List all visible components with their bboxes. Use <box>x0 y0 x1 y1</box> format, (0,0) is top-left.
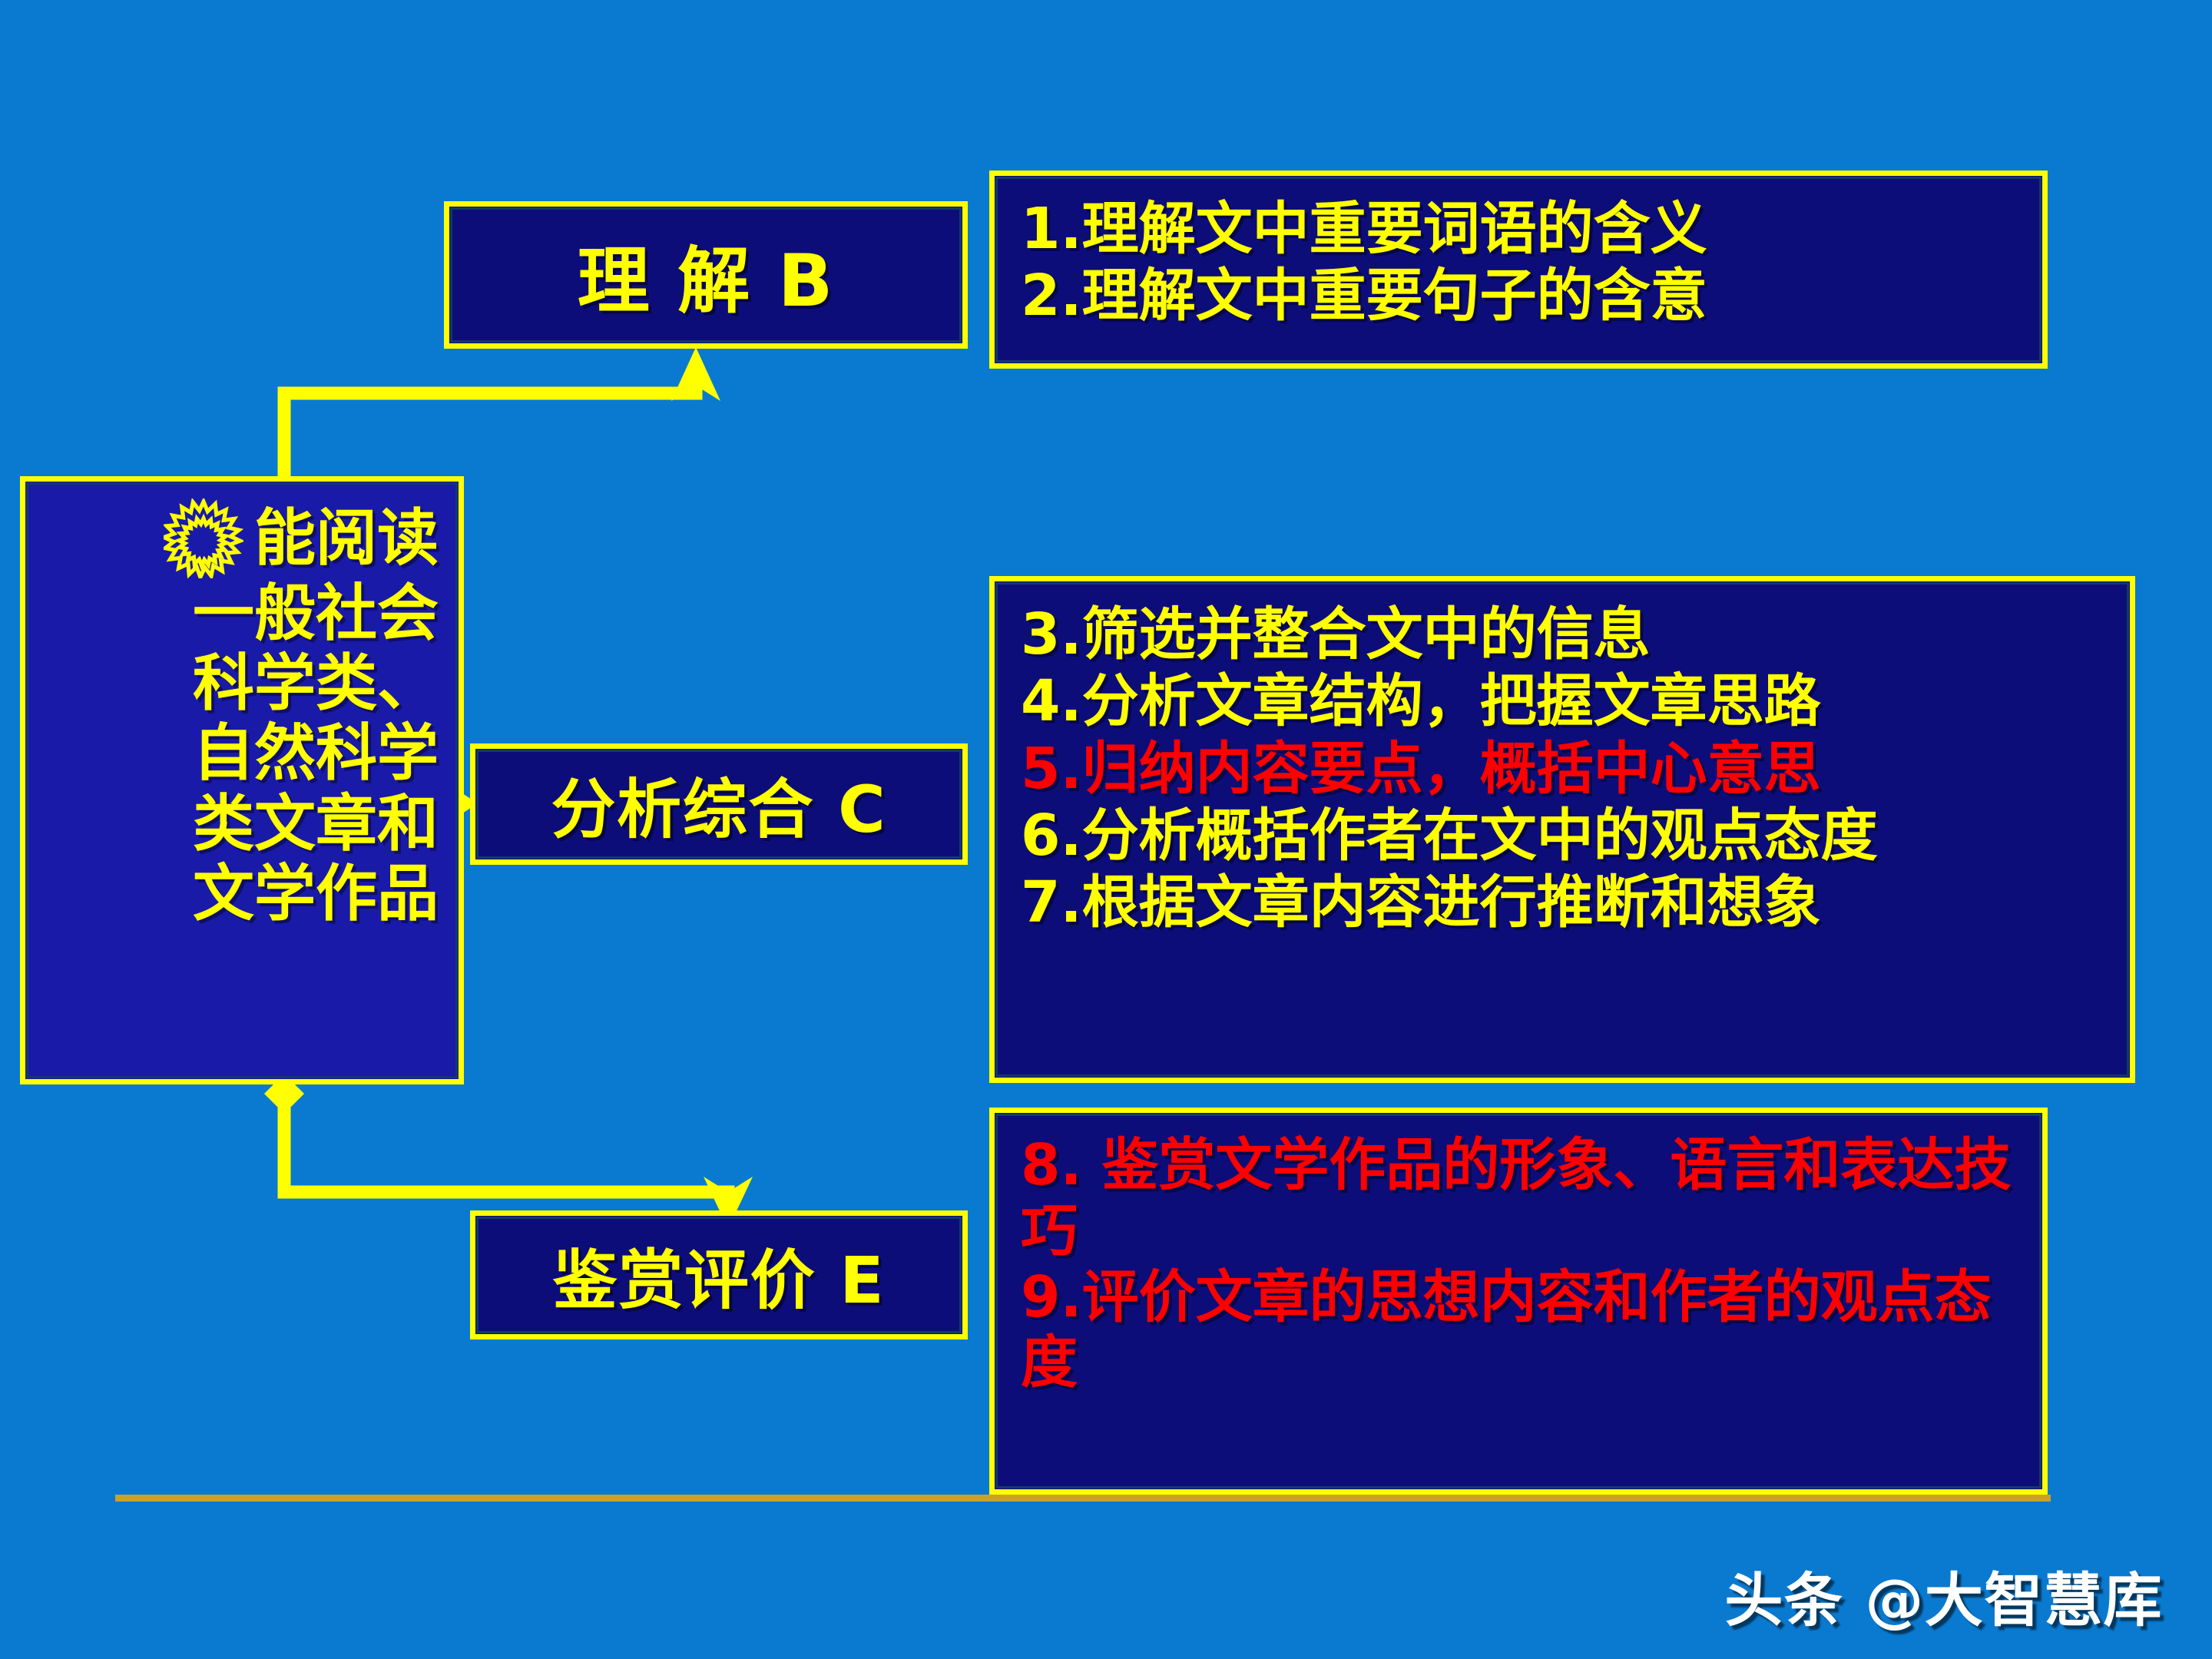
sunburst-icon <box>164 498 243 578</box>
detail-item: 9.评价文章的思想内容和作者的观点态度 <box>1021 1263 1992 1396</box>
detail-item: 4.分析文章结构，把握文章思路 <box>1021 668 1821 735</box>
connector-source-to-appreciate <box>264 1074 753 1229</box>
detail-box-understand: 1.理解文中重要词语的含义 2.理解文中重要句子的含意 <box>989 171 2048 369</box>
source-line-2: 一般社会 <box>193 578 439 649</box>
source-line-text: 能阅读 <box>254 502 439 575</box>
level-label-appreciate: 鉴赏评价 E <box>552 1242 886 1318</box>
watermark-text: 头条 @大智慧库 <box>1724 1566 2163 1634</box>
detail-item: 2.理解文中重要句子的含意 <box>1021 263 1707 329</box>
source-scope-box: 能阅读 一般社会 科学类、 自然科学 类文章和 文学作品 <box>20 476 464 1084</box>
detail-item: 7.根据文章内容进行推断和想象 <box>1021 869 1821 936</box>
source-line-6: 文学作品 <box>193 857 439 929</box>
detail-item: 3.筛选并整合文中的信息 <box>1021 601 1651 667</box>
source-line-1: 能阅读 <box>45 498 439 578</box>
level-box-analyze[interactable]: 分析综合 C <box>470 743 968 865</box>
source-line-5: 类文章和 <box>193 787 439 859</box>
detail-item: 8. 鉴赏文学作品的形象、语言和表达技巧 <box>1021 1132 2012 1264</box>
level-label-understand: 理 解 B <box>577 240 835 323</box>
detail-item: 6.分析概括作者在文中的观点态度 <box>1021 802 1878 869</box>
detail-item: 1.理解文中重要词语的含义 <box>1021 196 1707 262</box>
level-label-analyze: 分析综合 C <box>551 771 887 847</box>
detail-box-analyze: 3.筛选并整合文中的信息 4.分析文章结构，把握文章思路 5.归纳内容要点，概括… <box>989 576 2135 1083</box>
detail-item: 5.归纳内容要点，概括中心意思 <box>1021 735 1821 802</box>
detail-box-appreciate: 8. 鉴赏文学作品的形象、语言和表达技巧 9.评价文章的思想内容和作者的观点态度 <box>989 1108 2048 1495</box>
source-line-3: 科学类、 <box>193 647 439 720</box>
level-box-appreciate[interactable]: 鉴赏评价 E <box>470 1210 968 1339</box>
bottom-divider <box>115 1495 2051 1502</box>
source-line-4: 自然科学 <box>193 717 439 790</box>
level-box-understand[interactable]: 理 解 B <box>444 201 968 349</box>
